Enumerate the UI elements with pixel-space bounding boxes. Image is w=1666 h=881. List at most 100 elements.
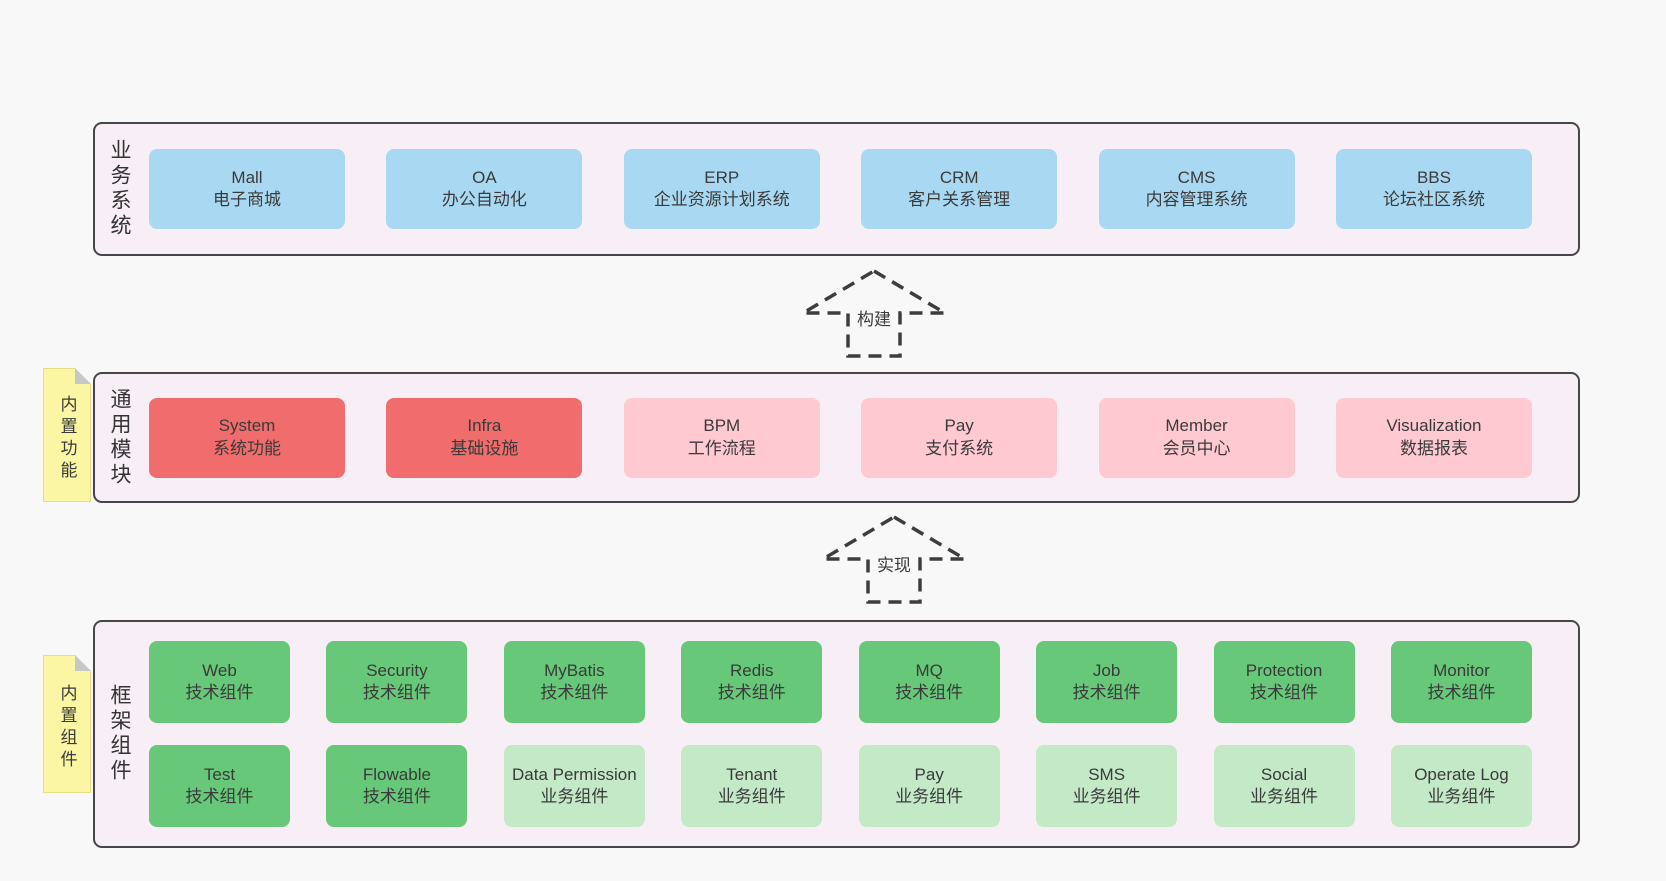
box-mybatis: MyBatis 技术组件 — [503, 641, 645, 723]
box-title: Tenant — [726, 764, 778, 784]
box-mq: MQ 技术组件 — [858, 641, 1000, 723]
box-title: Web — [202, 660, 237, 680]
box-cms: CMS 内容管理系统 — [1098, 149, 1295, 229]
box-subtitle: 技术组件 — [540, 683, 609, 702]
box-title: Security — [366, 660, 428, 680]
box-subtitle: 企业资源计划系统 — [653, 190, 790, 209]
box-title: BBS — [1416, 167, 1451, 187]
box-protection: Protection 技术组件 — [1213, 641, 1355, 723]
layer-label-business-systems: 业务系统 — [108, 139, 131, 239]
box-title: SMS — [1088, 764, 1126, 784]
box-subtitle: 内容管理系统 — [1145, 190, 1248, 209]
box-subtitle: 技术组件 — [185, 683, 254, 702]
box-subtitle: 技术组件 — [1072, 683, 1141, 702]
box-social: Social 业务组件 — [1213, 745, 1355, 827]
box-title: Infra — [467, 416, 502, 436]
box-subtitle: 客户关系管理 — [908, 190, 1011, 209]
arrow-build: 构建 — [795, 266, 953, 360]
box-title: CMS — [1177, 167, 1216, 187]
arrow-implement: 实现 — [815, 512, 973, 606]
box-title: Data Permission — [511, 764, 637, 784]
box-operate-log: Operate Log 业务组件 — [1390, 745, 1532, 827]
box-title: ERP — [704, 167, 740, 187]
box-erp: ERP 企业资源计划系统 — [623, 149, 820, 229]
box-security: Security 技术组件 — [326, 641, 468, 723]
box-title: Job — [1092, 660, 1121, 680]
box-title: BPM — [703, 416, 741, 436]
box-title: Flowable — [362, 764, 431, 784]
box-title: Mall — [231, 167, 263, 187]
box-subtitle: 业务组件 — [1072, 787, 1141, 806]
sticky-note-builtin-features-text: 内置功能 — [57, 395, 77, 483]
box-flowable: Flowable 技术组件 — [326, 745, 468, 827]
box-title: Social — [1260, 764, 1308, 784]
box-title: MQ — [915, 660, 943, 680]
layer-label-framework-components: 框架组件 — [108, 684, 131, 784]
box-subtitle: 技术组件 — [895, 683, 964, 702]
box-data-permission: Data Permission 业务组件 — [503, 745, 645, 827]
box-title: Monitor — [1433, 660, 1490, 680]
box-monitor: Monitor 技术组件 — [1390, 641, 1532, 723]
box-subtitle: 技术组件 — [362, 683, 431, 702]
up-arrow-icon — [816, 514, 972, 604]
box-tenant: Tenant 业务组件 — [681, 745, 823, 827]
box-title: Member — [1165, 416, 1228, 436]
sticky-note-builtin-components: 内置组件 — [43, 655, 91, 793]
box-subtitle: 技术组件 — [1250, 683, 1319, 702]
box-title: Protection — [1245, 660, 1323, 680]
box-subtitle: 业务组件 — [717, 787, 786, 806]
arrow-build-label: 构建 — [853, 304, 895, 331]
sticky-note-builtin-features: 内置功能 — [43, 368, 91, 502]
box-title: MyBatis — [544, 660, 605, 680]
box-subtitle: 技术组件 — [362, 787, 431, 806]
box-subtitle: 技术组件 — [1427, 683, 1496, 702]
box-subtitle: 技术组件 — [717, 683, 786, 702]
up-arrow-icon — [796, 268, 952, 358]
box-title: OA — [472, 167, 497, 187]
box-job: Job 技术组件 — [1036, 641, 1178, 723]
box-subtitle: 基础设施 — [450, 438, 519, 458]
box-title: Operate Log — [1414, 764, 1509, 784]
box-title: Visualization — [1386, 416, 1482, 436]
box-subtitle: 数据报表 — [1399, 438, 1468, 458]
box-subtitle: 系统功能 — [213, 438, 281, 458]
box-subtitle: 支付系统 — [925, 438, 994, 458]
box-subtitle: 业务组件 — [895, 787, 964, 806]
box-subtitle: 会员中心 — [1162, 438, 1231, 458]
box-title: Test — [203, 764, 236, 784]
box-subtitle: 技术组件 — [185, 787, 254, 806]
box-redis: Redis 技术组件 — [681, 641, 823, 723]
box-subtitle: 电子商城 — [213, 190, 281, 209]
box-web: Web 技术组件 — [149, 641, 290, 723]
box-title: System — [218, 416, 276, 436]
box-title: Redis — [730, 660, 774, 680]
sticky-note-builtin-components-text: 内置组件 — [57, 684, 77, 772]
layer-label-common-modules: 通用模块 — [108, 387, 131, 488]
box-title: Pay — [944, 416, 974, 436]
box-subtitle: 办公自动化 — [441, 190, 527, 209]
box-subtitle: 业务组件 — [1250, 787, 1319, 806]
box-test: Test 技术组件 — [149, 745, 290, 827]
box-oa: OA 办公自动化 — [386, 149, 583, 229]
box-subtitle: 业务组件 — [540, 787, 609, 806]
box-subtitle: 业务组件 — [1427, 787, 1496, 806]
